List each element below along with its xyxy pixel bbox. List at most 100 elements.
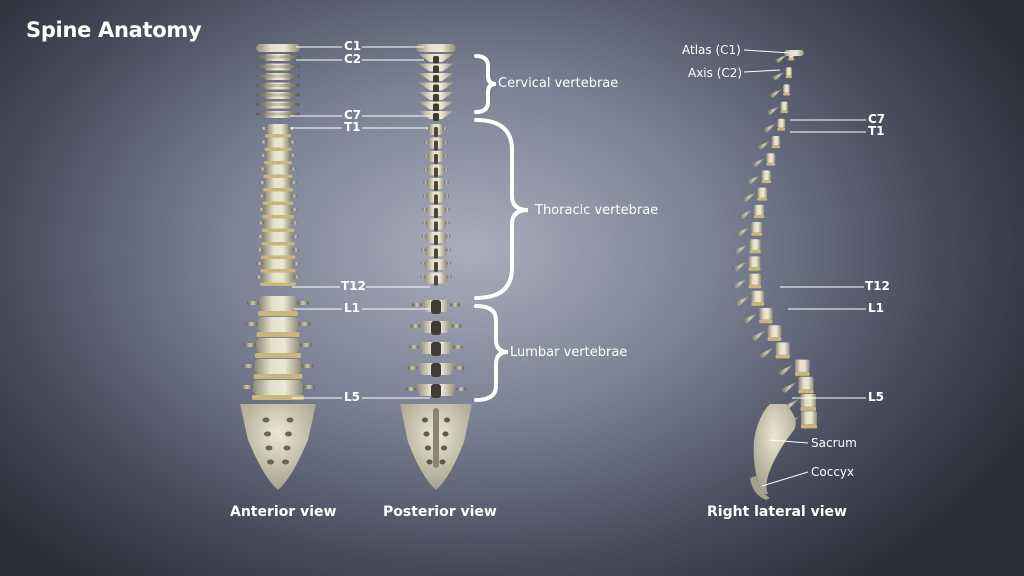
posterior-spinous-process xyxy=(434,140,438,151)
anterior-disc xyxy=(258,311,298,316)
lateral-disc xyxy=(751,232,763,236)
lateral-view-label: Right lateral view xyxy=(707,504,847,520)
sacrum-label: Sacrum xyxy=(811,436,857,450)
posterior-transverse xyxy=(453,345,463,349)
posterior-transverse xyxy=(445,194,449,198)
anterior-disc xyxy=(260,282,296,286)
lateral-vertebral-body xyxy=(780,101,788,111)
page-title: Spine Anatomy xyxy=(26,18,202,42)
anterior-rib-stub xyxy=(289,154,296,157)
anterior-cervical-process xyxy=(256,55,300,59)
lateral-spinous-process xyxy=(734,294,752,307)
anterior-disc xyxy=(264,161,292,165)
anterior-disc xyxy=(262,215,294,219)
anterior-sacral-foramen xyxy=(267,459,274,465)
posterior-transverse xyxy=(454,366,465,370)
anterior-lumbar-vertebra xyxy=(253,380,303,395)
anterior-disc xyxy=(260,255,296,259)
lateral-disc xyxy=(771,145,781,149)
posterior-transverse xyxy=(456,387,466,391)
lateral-disc xyxy=(767,337,782,341)
lateral-spinous-process xyxy=(768,88,783,98)
anterior-thoracic-vertebra xyxy=(264,205,292,215)
anterior-thoracic-vertebra xyxy=(262,259,294,269)
lumbar-group-label: Lumbar vertebrae xyxy=(510,345,628,360)
lateral-t1-label: T1 xyxy=(868,124,885,138)
lateral-l5-label: L5 xyxy=(868,390,884,404)
posterior-spinous-shadow xyxy=(433,56,439,64)
lateral-spinous-process xyxy=(731,260,749,272)
anterior-thoracic-vertebra xyxy=(267,124,289,134)
anterior-lumbar-vertebra xyxy=(254,359,302,374)
lateral-disc xyxy=(749,249,761,254)
atlas-leader xyxy=(743,49,791,54)
anterior-thoracic-vertebra xyxy=(263,232,293,242)
posterior-transverse xyxy=(450,303,460,307)
anterior-rib-stub xyxy=(257,235,264,238)
anterior-thoracic-vertebra xyxy=(266,137,290,148)
lateral-spinous-process xyxy=(731,277,749,289)
coccyx-leader xyxy=(761,471,809,487)
anterior-rib-stub xyxy=(293,262,300,265)
anterior-thoracic-vertebra xyxy=(265,164,291,175)
t1-label: T1 xyxy=(344,120,361,134)
anterior-thoracic-vertebra xyxy=(266,151,290,161)
anterior-rib-stub xyxy=(256,262,263,265)
anterior-transverse-process xyxy=(303,385,315,389)
lateral-vertebral-body xyxy=(777,118,786,128)
posterior-spinous-process xyxy=(434,181,438,191)
posterior-spinous-process xyxy=(434,275,438,286)
c7-label: C7 xyxy=(344,108,362,122)
lateral-vertebral-body xyxy=(748,256,761,268)
anterior-rib-stub xyxy=(259,181,266,184)
anterior-disc xyxy=(253,374,303,379)
posterior-transverse xyxy=(446,235,451,238)
t12-label: T12 xyxy=(341,279,366,293)
lateral-disc xyxy=(775,354,790,359)
anterior-transverse-process xyxy=(300,343,312,347)
posterior-spinous-process xyxy=(434,208,438,218)
lateral-spinous-process xyxy=(734,226,752,237)
posterior-spinous-shadow xyxy=(433,75,439,83)
lateral-l1-label: L1 xyxy=(868,301,884,315)
anterior-sacral-foramen xyxy=(264,431,271,437)
anterior-sacral-foramen xyxy=(265,445,273,451)
posterior-spinous-process xyxy=(434,248,438,259)
lateral-vertebral-body xyxy=(798,376,814,390)
posterior-transverse xyxy=(445,221,450,225)
posterior-transverse xyxy=(447,262,451,265)
lateral-vertebral-body xyxy=(748,273,762,285)
lateral-spinous-process xyxy=(756,140,772,150)
anterior-rib-stub xyxy=(261,127,267,130)
lateral-vertebral-body xyxy=(766,153,776,163)
lateral-spinous-process xyxy=(776,363,795,376)
posterior-transverse xyxy=(444,181,449,184)
c1-label: C1 xyxy=(344,39,362,53)
lateral-disc xyxy=(777,127,786,131)
brackets xyxy=(474,54,529,402)
anterior-disc xyxy=(261,242,295,246)
lateral-vertebral-body xyxy=(761,170,771,181)
anterior-disc xyxy=(255,353,301,358)
posterior-transverse xyxy=(421,248,426,252)
posterior-transverse xyxy=(443,154,448,157)
lateral-spinous-process xyxy=(749,329,768,341)
anterior-sacral-foramen xyxy=(285,431,292,437)
posterior-sacral-foramen xyxy=(425,445,431,451)
posterior-spinous-process xyxy=(434,194,438,205)
posterior-transverse xyxy=(444,167,449,171)
anterior-spine xyxy=(240,44,316,490)
lateral-spine xyxy=(731,50,817,500)
anterior-rib-stub xyxy=(259,167,266,171)
posterior-spinous-process xyxy=(434,262,438,272)
posterior-transverse xyxy=(445,208,450,211)
anterior-rib-stub xyxy=(292,221,299,225)
anterior-disc xyxy=(263,188,293,192)
lateral-vertebral-body xyxy=(767,325,782,338)
anterior-lumbar-vertebra xyxy=(256,338,300,353)
posterior-spinous-process xyxy=(434,235,438,245)
lateral-sacrum xyxy=(753,404,796,494)
lateral-disc xyxy=(753,214,765,219)
posterior-sacral-foramen xyxy=(444,417,450,423)
